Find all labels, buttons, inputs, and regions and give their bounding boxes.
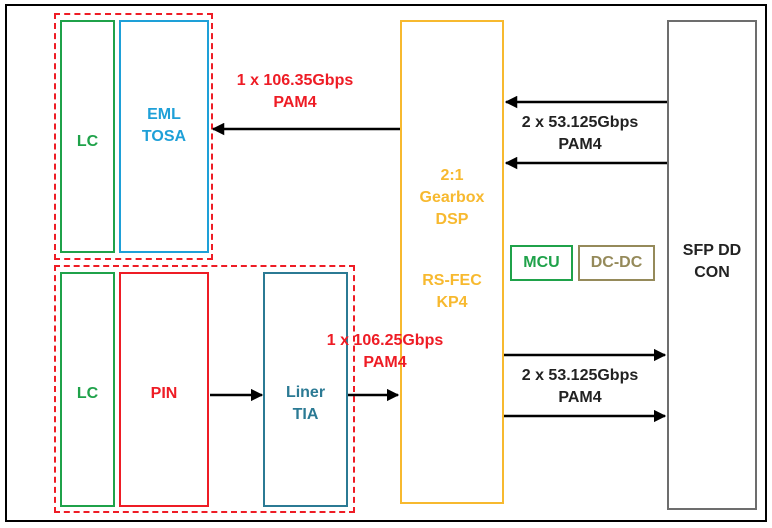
host-input-rate-label: 2 x 53.125Gbps PAM4 xyxy=(521,114,639,153)
rx-optics-group xyxy=(54,265,355,513)
dc-dc-label: DC-DC xyxy=(590,254,643,271)
eml-tosa-label: EML TOSA xyxy=(141,106,187,145)
tia-box xyxy=(263,272,348,507)
tx-lc-label: LC xyxy=(76,133,99,150)
gearbox-dsp-box xyxy=(400,20,504,504)
rs-fec-label: RS-FEC KP4 xyxy=(422,272,482,311)
rx-lc-box xyxy=(60,272,115,507)
pin-label: PIN xyxy=(150,385,178,402)
diagram-frame xyxy=(5,4,767,522)
sfp-dd-connector-label: SFP DD CON xyxy=(682,242,742,281)
rx-lc-label: LC xyxy=(76,385,99,402)
dsp-title: 2:1 Gearbox DSP xyxy=(419,167,485,228)
host-output-rate-label: 2 x 53.125Gbps PAM4 xyxy=(521,367,639,406)
mcu-box xyxy=(510,245,573,281)
tx-optical-rate-label: 1 x 106.35Gbps PAM4 xyxy=(236,72,354,111)
pin-box xyxy=(119,272,209,507)
dc-dc-box xyxy=(578,245,655,281)
mcu-label: MCU xyxy=(523,254,560,271)
eml-tosa-box xyxy=(119,20,209,253)
sfp-dd-connector-box xyxy=(667,20,757,510)
tx-optics-group xyxy=(54,13,213,260)
tia-label: Liner TIA xyxy=(285,384,326,423)
tx-lc-box xyxy=(60,20,115,253)
rx-optical-rate-label: 1 x 106.25Gbps PAM4 xyxy=(326,332,444,371)
